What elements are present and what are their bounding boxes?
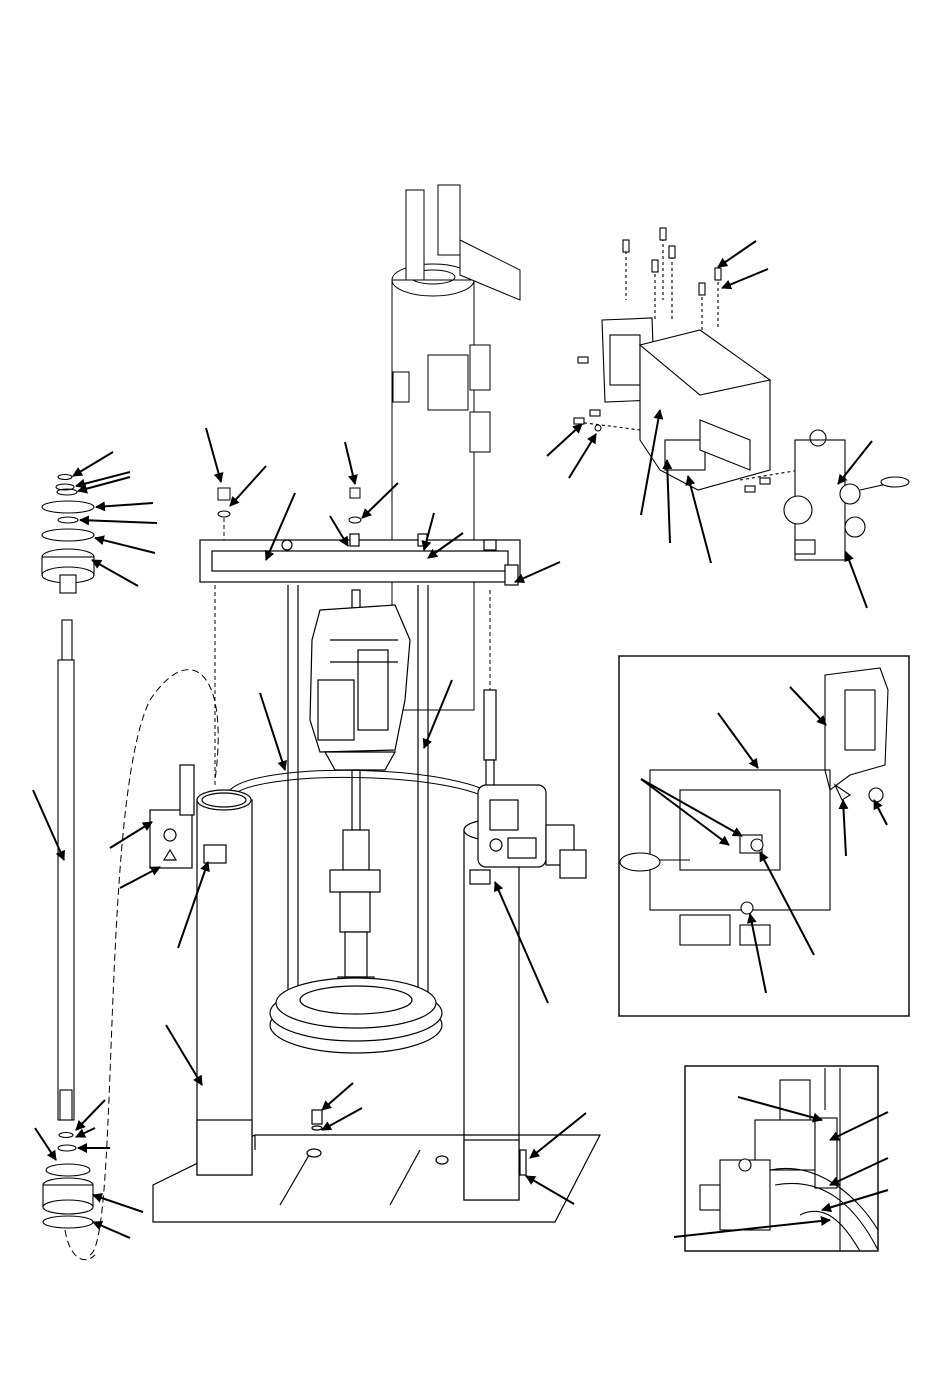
callout-arrow-16 <box>230 466 266 506</box>
callout-arrow-6 <box>95 538 155 553</box>
display-controller <box>478 785 586 878</box>
callout-arrow-5 <box>80 520 157 523</box>
follower-plate <box>270 978 442 1053</box>
callout-arrow-10 <box>76 1128 95 1137</box>
callout-arrow-15 <box>206 428 221 482</box>
callout-arrow-1 <box>73 452 113 476</box>
callout-arrow-27 <box>120 867 160 888</box>
callout-arrow-18 <box>345 442 355 484</box>
callout-arrow-13 <box>93 1195 143 1212</box>
callout-arrow-34 <box>526 1176 574 1204</box>
callout-arrow-37 <box>547 424 582 456</box>
detail-box-bracket <box>619 656 909 1016</box>
callout-arrow-26 <box>110 822 152 848</box>
callout-arrow-38 <box>569 434 596 478</box>
ghost-pump-column <box>392 185 520 710</box>
callout-arrow-4 <box>96 503 153 507</box>
callout-arrow-31 <box>322 1083 353 1110</box>
callout-arrow-36 <box>722 269 768 288</box>
left-elevator-column <box>197 790 252 1175</box>
callout-arrow-9 <box>76 1100 105 1130</box>
callout-arrow-43 <box>846 552 867 608</box>
pump-lower <box>330 770 380 997</box>
callout-arrow-25 <box>260 693 285 770</box>
exploded-rod-stack <box>42 475 94 1229</box>
callout-arrow-7 <box>92 560 138 586</box>
crossbar <box>200 534 520 585</box>
callout-arrow-32 <box>322 1108 362 1130</box>
detail-box-air-control <box>685 1066 878 1251</box>
callout-arrow-14 <box>93 1222 130 1238</box>
callout-arrow-23 <box>515 562 560 582</box>
pump-motor <box>310 590 410 770</box>
control-module-exploded <box>574 228 909 560</box>
hose-loop <box>230 770 500 806</box>
junction-box <box>150 765 194 868</box>
right-elevator-column <box>464 690 519 1200</box>
callout-arrow-12 <box>35 1128 56 1160</box>
callout-arrow-35 <box>718 241 756 267</box>
